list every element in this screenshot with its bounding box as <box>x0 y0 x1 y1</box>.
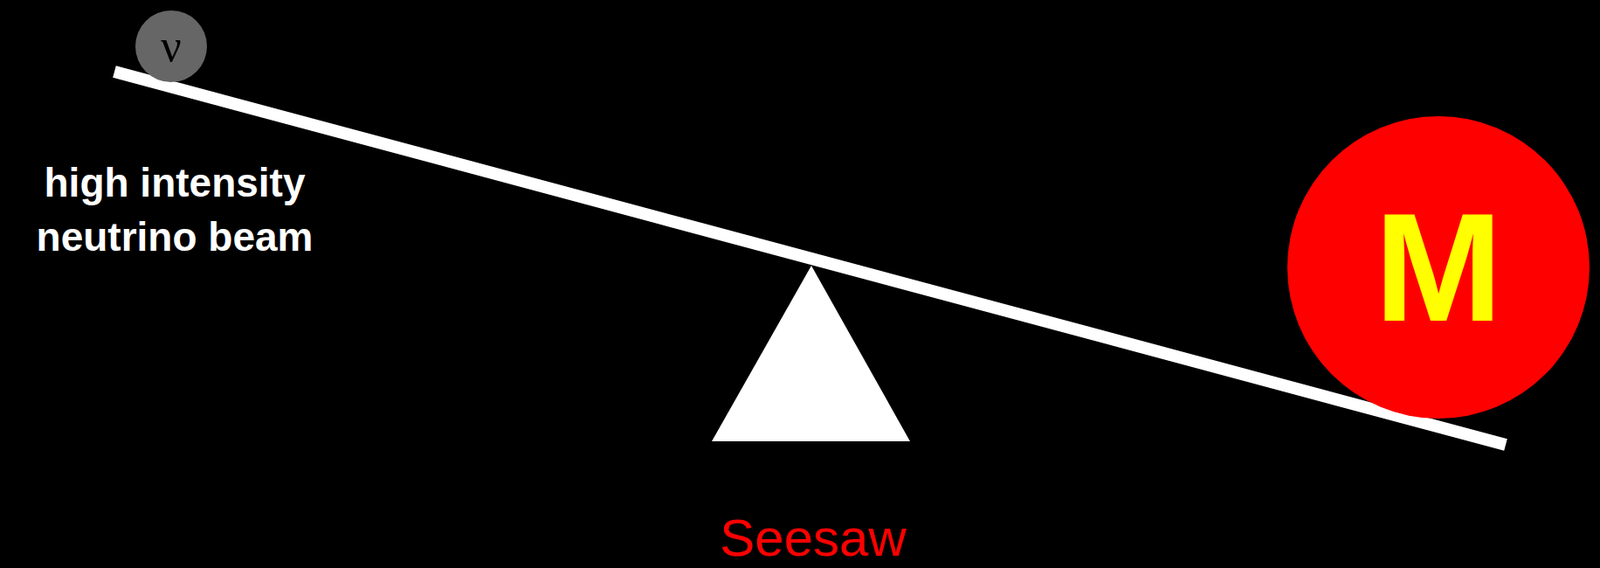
node-text: M <box>1374 190 1504 345</box>
circle-shape <box>1287 116 1590 419</box>
neutrino-ball: ν <box>135 10 207 83</box>
fulcrum-triangle <box>711 265 911 442</box>
mass-ball: M <box>1287 116 1590 419</box>
beam-label: high intensity neutrino beam <box>6 155 343 264</box>
node-text: ν <box>160 23 182 69</box>
circle-shape <box>135 10 207 83</box>
title-label: Seesaw <box>682 510 945 566</box>
